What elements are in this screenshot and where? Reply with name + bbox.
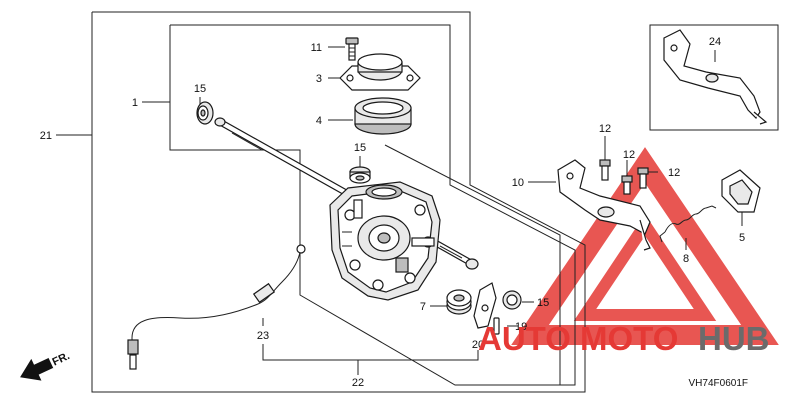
part-24-bracket [663, 29, 768, 125]
diagram-code: VH74F0601F [689, 378, 748, 389]
callout-24: 24 [709, 36, 721, 48]
direction-arrow: FR. [20, 350, 72, 381]
part-7-spring [446, 289, 472, 315]
callout-12-c: 12 [668, 167, 680, 179]
callout-4: 4 [316, 115, 322, 127]
callout-1: 1 [132, 97, 138, 109]
watermark-wordmark: AUTO MOTO HUB [478, 320, 770, 357]
frame-24 [649, 24, 779, 131]
part-20-plate [473, 282, 497, 329]
watermark-moto: MOTO [580, 320, 678, 357]
part-15-bearing-right [502, 290, 522, 310]
part-12-bolts [599, 159, 649, 195]
frame-1 [169, 24, 576, 386]
callout-7: 7 [420, 301, 426, 313]
watermark-auto: AUTO [478, 320, 571, 357]
frame-21 [91, 11, 586, 393]
part-11-bolt [345, 37, 359, 61]
direction-label: FR. [51, 350, 72, 368]
callout-15-right: 15 [537, 297, 549, 309]
part-5-guide [721, 169, 761, 213]
callout-12-b: 12 [623, 149, 635, 161]
callout-labels: 21 1 11 3 4 15 15 10 12 12 12 24 5 8 7 1… [40, 36, 745, 389]
watermark-hub: HUB [698, 320, 770, 357]
callout-3: 3 [316, 73, 322, 85]
part-3-cap [339, 53, 421, 91]
transmission-housing [329, 181, 441, 301]
callout-22: 22 [352, 377, 364, 389]
part-10-bracket [557, 159, 651, 251]
watermark-triangle [511, 147, 779, 345]
part-23-cable [127, 244, 306, 370]
callout-20: 20 [472, 339, 484, 351]
part-4-seal [354, 97, 412, 135]
part-8-spring [659, 205, 717, 243]
callout-19: 19 [515, 321, 527, 333]
part-19-pin [493, 317, 500, 335]
callout-15-top: 15 [354, 142, 366, 154]
callout-8: 8 [683, 253, 689, 265]
frame-detail [384, 144, 561, 385]
callout-10: 10 [512, 177, 524, 189]
callout-21: 21 [40, 130, 52, 142]
callout-11: 11 [311, 42, 322, 54]
callout-15-left: 15 [194, 83, 206, 95]
callout-12-a: 12 [599, 123, 611, 135]
part-15-bearing-left [196, 101, 214, 125]
callout-5: 5 [739, 232, 745, 244]
callout-23: 23 [257, 330, 269, 342]
part-15-bearing-top [349, 166, 371, 184]
